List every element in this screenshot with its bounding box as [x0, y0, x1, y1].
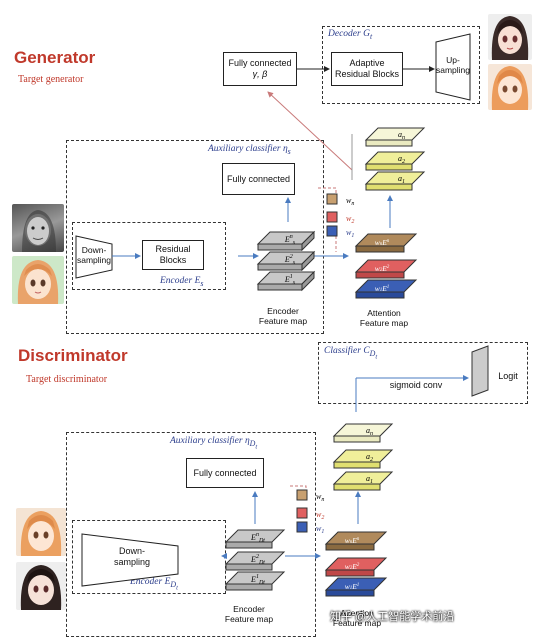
photo-face-image [12, 204, 64, 252]
disc-attention-stack: wnEn w2E2 w1E1 [324, 531, 388, 597]
classifier-group [318, 342, 528, 404]
weight-cubes: wn w2 w1 [326, 193, 354, 239]
upsampling-block [435, 33, 471, 101]
disc-anime-face-dark [16, 562, 66, 610]
anime-face-image [12, 256, 64, 304]
svg-text:a1: a1 [398, 174, 405, 185]
watermark: 知乎 @人工智能学术前沿 [330, 611, 455, 623]
sigmoid-conv-label: sigmoid conv [389, 380, 443, 390]
svg-text:w2E2: w2E2 [375, 264, 390, 273]
svg-text:an: an [398, 130, 405, 141]
classifier-label: Classifier CDt [324, 346, 378, 361]
disc-encoder-label: Encoder EDt [130, 577, 178, 592]
discriminator-subtitle: Target discriminator [26, 374, 108, 385]
generator-subtitle: Target generator [18, 74, 84, 85]
svg-text:a2: a2 [398, 154, 405, 165]
activation-stack: an a2 a1 [364, 127, 426, 191]
fully-connected-box: Fully connected [222, 163, 295, 195]
svg-text:w1E1: w1E1 [375, 284, 390, 293]
svg-text:wn: wn [346, 196, 354, 207]
decoder-group [322, 26, 480, 104]
svg-text:wn: wn [316, 492, 324, 503]
disc-downsampling-block [81, 533, 179, 587]
svg-text:an: an [366, 426, 373, 437]
encoder-label: Encoder Es [160, 276, 204, 288]
svg-text:w2E2: w2E2 [345, 562, 360, 571]
disc-fully-connected-box: Fully connected [186, 458, 264, 488]
disc-aux-classifier-label: Auxiliary classifier ηDt [170, 436, 258, 451]
upsampling-label: Up-sampling [436, 55, 471, 76]
svg-text:w1: w1 [316, 524, 324, 535]
svg-text:w2: w2 [346, 214, 354, 225]
attention-stack: wnEn w2E2 w1E1 [354, 233, 418, 299]
svg-text:w2: w2 [316, 510, 324, 521]
logit-box: Logit [492, 364, 524, 388]
disc-downsampling-label: Down-sampling [113, 546, 151, 567]
svg-text:a2: a2 [366, 452, 373, 463]
aux-classifier-group [66, 140, 324, 334]
aux-classifier-label: Auxiliary classifier ηs [208, 144, 291, 156]
logit-block [471, 345, 489, 397]
downsampling-label: Down-sampling [76, 245, 112, 266]
svg-text:w1E1: w1E1 [345, 582, 360, 591]
disc-anime-face-orange [16, 508, 66, 556]
encoder-group [72, 222, 226, 290]
svg-text:wnEn: wnEn [375, 238, 390, 247]
generator-title: Generator [14, 48, 96, 67]
downsampling-block [75, 235, 113, 279]
output-anime-face-dark [488, 14, 532, 60]
svg-text:a1: a1 [366, 474, 373, 485]
decoder-label: Decoder Gt [328, 29, 373, 41]
disc-encoder-feature-map-stack: EnDt E2Dt E1Dt [224, 529, 286, 591]
svg-text:wnEn: wnEn [345, 536, 360, 545]
disc-weight-cubes: wn w2 w1 [296, 489, 324, 535]
svg-text:w1: w1 [346, 228, 354, 239]
encoder-feature-map-stack: Ens E2s E1s [256, 230, 316, 292]
output-anime-face-orange [488, 64, 532, 110]
discriminator-title: Discriminator [18, 346, 128, 365]
disc-activation-stack: an a2 a1 [332, 423, 394, 491]
